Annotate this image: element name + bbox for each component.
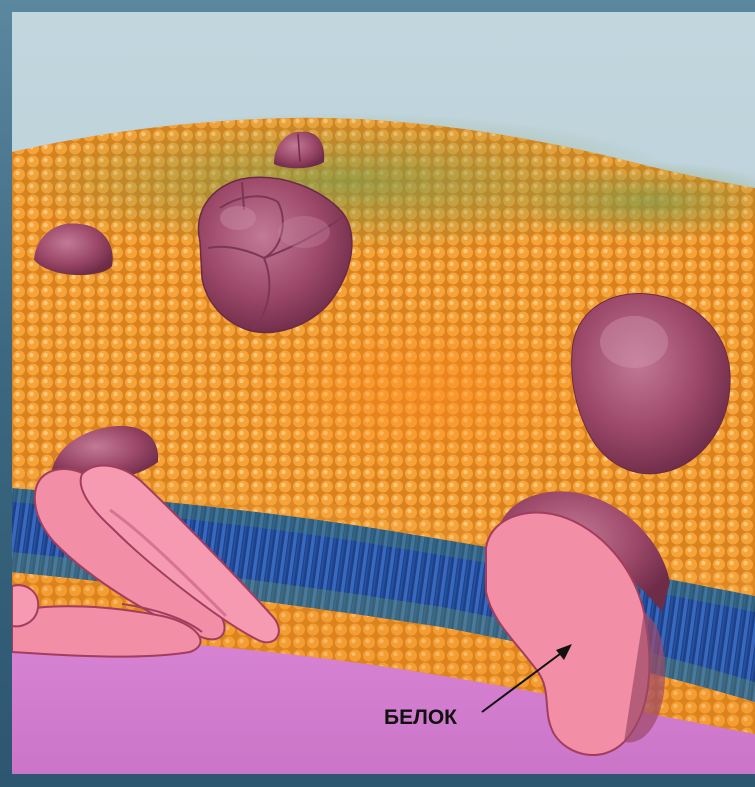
protein-label: БЕЛОК	[384, 706, 457, 729]
cell-membrane-illustration: БЕЛОК	[12, 12, 755, 774]
membrane-svg: БЕЛОК	[12, 12, 755, 774]
